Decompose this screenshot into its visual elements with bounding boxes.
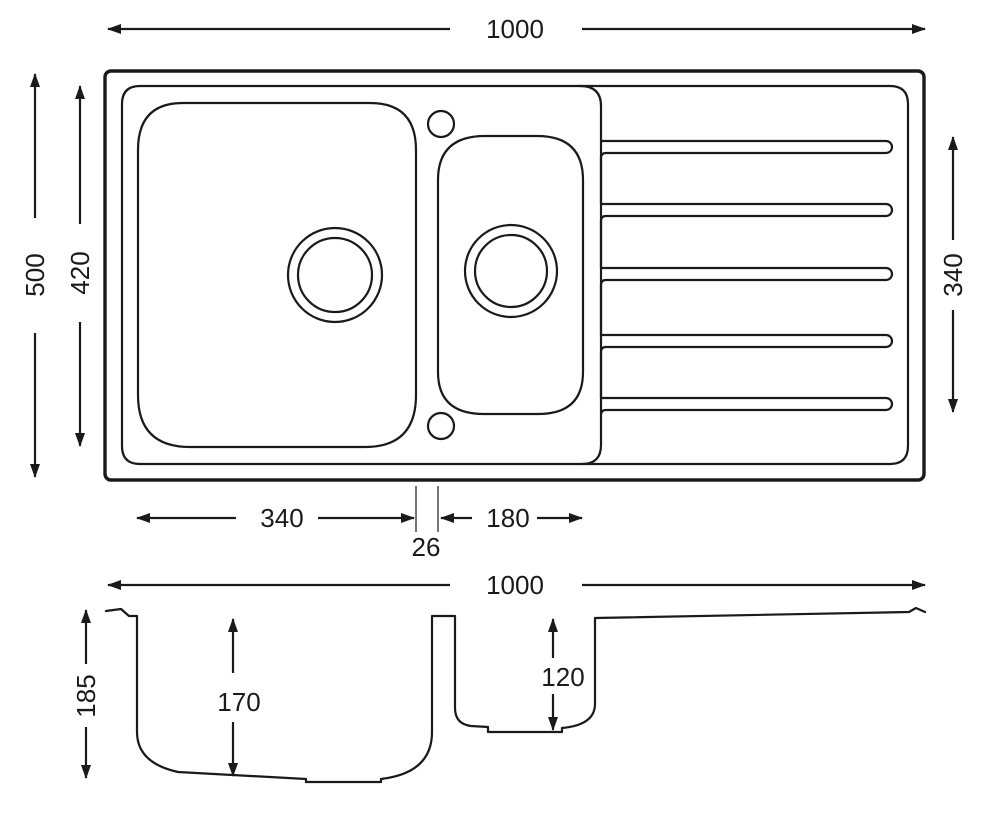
label-side-overall-width: 1000 (486, 570, 544, 600)
sink-side-profile (104, 606, 927, 784)
label-overall-depth: 500 (20, 253, 50, 296)
dimension-inner-depth: 420 (65, 85, 95, 447)
dimension-side-overall-width: 1000 (107, 570, 926, 600)
dimension-overall-depth: 500 (20, 73, 50, 478)
label-small-bowl-width: 180 (486, 503, 529, 533)
tap-hole-bottom (426, 411, 456, 441)
sink-outer-rim (103, 69, 926, 482)
main-bowl-drain-inner (296, 236, 374, 314)
bowl-compartment-edge (578, 84, 603, 466)
label-main-bowl-depth: 170 (217, 687, 260, 717)
label-drainer-width: 340 (938, 253, 968, 296)
small-bowl (436, 134, 585, 416)
label-main-bowl-width: 340 (260, 503, 303, 533)
main-bowl (136, 101, 418, 449)
label-top-overall-width: 1000 (486, 14, 544, 44)
main-bowl-drain-outer (286, 226, 384, 324)
drainer-board (599, 139, 894, 417)
drainer-groove (599, 139, 894, 417)
dimension-top-overall-width: 1000 (107, 14, 926, 44)
label-inner-depth: 420 (65, 251, 95, 294)
label-divider-width: 26 (412, 532, 441, 562)
top-view: 1000 500 (20, 14, 968, 562)
dimension-main-bowl-depth: 170 (217, 618, 261, 777)
label-small-bowl-depth: 120 (541, 662, 584, 692)
dimension-drainer-width: 340 (938, 136, 968, 413)
tap-hole-top (426, 109, 456, 139)
sink-inner-rim (120, 84, 910, 466)
label-total-height: 185 (71, 674, 101, 717)
side-view: 1000 185 170 120 (71, 570, 927, 784)
dimension-bowl-widths: 340 180 26 (136, 486, 583, 562)
small-bowl-drain-outer (463, 223, 559, 319)
dimension-total-height: 185 (71, 609, 101, 779)
small-bowl-drain-inner (473, 233, 549, 309)
dimension-small-bowl-depth: 120 (541, 618, 585, 731)
